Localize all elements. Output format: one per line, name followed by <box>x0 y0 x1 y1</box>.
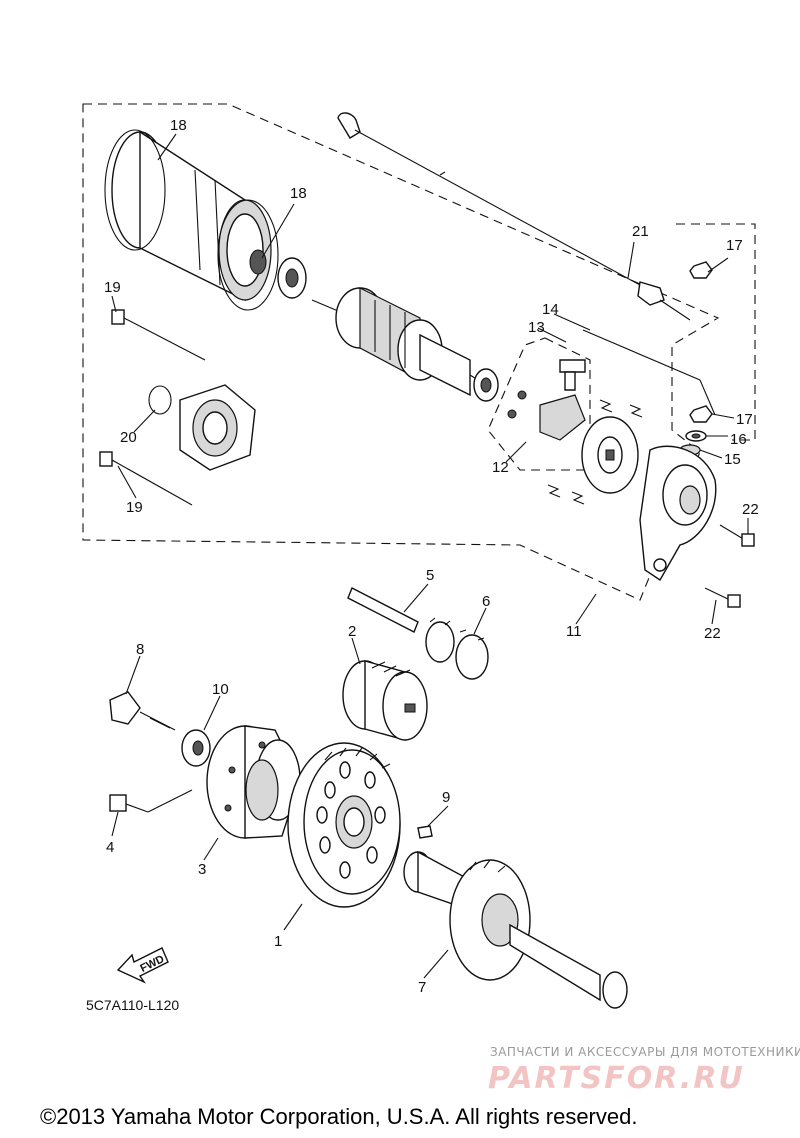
o-ring-18-upper <box>104 129 166 251</box>
washer-16 <box>685 430 707 442</box>
leader-lines <box>111 133 749 979</box>
needle-bearing <box>473 368 499 402</box>
watermark-tagline: ЗАПЧАСТИ И АКСЕССУАРЫ ДЛЯ МОТОТЕХНИКИ <box>490 1045 800 1059</box>
callout-3: 3 <box>198 861 206 878</box>
nut-17-upper <box>689 261 713 279</box>
callout-5: 5 <box>426 567 434 584</box>
nut-17-lower <box>689 405 713 423</box>
callout-13: 13 <box>528 319 545 336</box>
rear-cover <box>179 384 256 471</box>
callout-11: 11 <box>566 623 582 640</box>
starter-yoke <box>111 130 272 302</box>
starter-assembly-boundary <box>82 103 720 601</box>
starter-cable <box>337 112 691 321</box>
diagram-code: 5C7A110-L120 <box>86 997 179 1013</box>
bearing <box>277 257 307 299</box>
callout-22-lower: 22 <box>704 625 721 642</box>
callout-17-upper: 17 <box>726 237 743 254</box>
bolt-19-lower <box>99 451 193 506</box>
starter-wheel-gear <box>287 742 401 908</box>
o-ring-18-lower <box>217 199 279 311</box>
callout-15: 15 <box>724 451 741 468</box>
end-cover-boundary <box>676 223 756 441</box>
callout-4: 4 <box>106 839 114 856</box>
shaft-5 <box>347 587 419 633</box>
callout-7: 7 <box>418 979 426 996</box>
callout-16: 16 <box>730 431 747 448</box>
callout-10: 10 <box>212 681 229 698</box>
bolt-22-upper <box>719 524 755 547</box>
front-cover <box>639 445 717 581</box>
bolt-4 <box>109 789 193 813</box>
callout-19-lower: 19 <box>126 499 143 516</box>
brush-holder-boundary <box>487 337 591 471</box>
callout-21: 21 <box>632 223 649 240</box>
copyright-notice: ©2013 Yamaha Motor Corporation, U.S.A. A… <box>40 1104 637 1129</box>
bolt-19-upper <box>111 309 206 361</box>
bolt-22-lower <box>704 587 741 608</box>
o-ring-20 <box>148 385 172 415</box>
callout-9: 9 <box>442 789 450 806</box>
callout-17-lower: 17 <box>736 411 753 428</box>
starter-clutch <box>206 725 301 839</box>
callout-1: 1 <box>274 933 282 950</box>
woodruff-key <box>417 825 433 839</box>
callout-2: 2 <box>348 623 356 640</box>
callout-12: 12 <box>492 459 509 476</box>
fwd-label: FWD <box>138 953 166 975</box>
callout-18-lower: 18 <box>290 185 307 202</box>
callout-14: 14 <box>542 301 559 318</box>
crankshaft <box>403 850 628 1009</box>
bolt-8 <box>109 691 176 731</box>
washer-10 <box>181 729 211 767</box>
callout-6: 6 <box>482 593 490 610</box>
idler-gear-2 <box>342 660 428 741</box>
callout-22-upper: 22 <box>742 501 759 518</box>
callout-19-upper: 19 <box>104 279 121 296</box>
armature <box>311 287 479 397</box>
watermark-brand: PARTSFOR.RU <box>488 1061 745 1096</box>
callout-20: 20 <box>120 429 137 446</box>
brush-holder <box>507 359 643 505</box>
callout-8: 8 <box>136 641 144 658</box>
idler-gear-6 <box>425 617 489 680</box>
fwd-arrow-icon: FWD <box>116 947 169 984</box>
callout-18-upper: 18 <box>170 117 187 134</box>
